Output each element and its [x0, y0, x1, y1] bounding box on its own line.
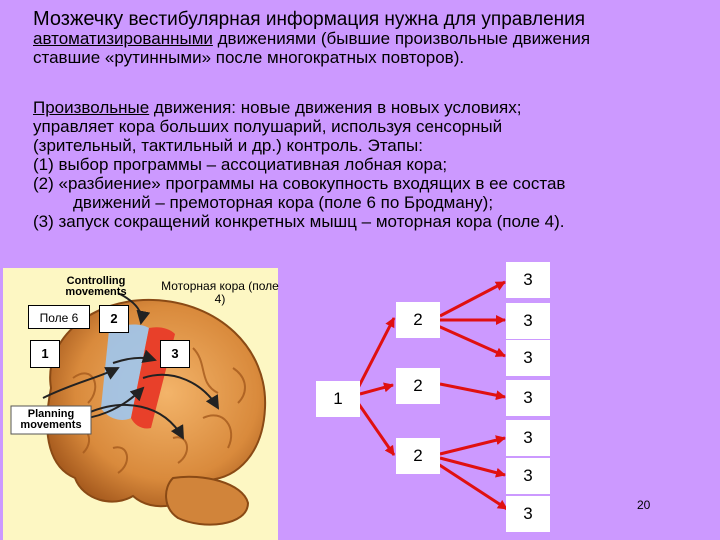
brain-illustration	[10, 292, 267, 526]
arrow-2c-to-3f	[439, 456, 506, 478]
arrow-2a-to-3c	[437, 324, 506, 358]
intro-line1-rest: вестибулярная информация нужна для управ…	[123, 9, 586, 30]
intro-paragraph: Мозжечку вестибулярная информация нужна …	[33, 8, 713, 67]
controlling-movements-label: Controlling movements	[65, 275, 127, 298]
tree-root-node: 1	[316, 381, 360, 417]
planning-movements-label: Planning movements	[20, 408, 82, 431]
tree-level3-node: 3	[506, 340, 550, 376]
arrow-2b-to-3d	[439, 382, 506, 401]
arrow-2a-to-3a	[439, 280, 506, 318]
arrow-2c-to-3g	[437, 462, 508, 511]
marker-1: 1	[30, 340, 60, 368]
voluntary-line1-rest: движения: новые движения в новых условия…	[149, 98, 522, 117]
tree-level3-node: 3	[506, 303, 550, 339]
page-number: 20	[637, 498, 651, 512]
tree-level3-node: 3	[506, 458, 550, 494]
arrow-1-to-2c	[354, 399, 396, 456]
cerebellum-word: Мозжечку	[33, 8, 124, 30]
arrow-2c-to-3e	[439, 435, 506, 456]
intro-line3: ставшие «рутинными» после многократных п…	[33, 48, 465, 67]
voluntary-word: Произвольные	[33, 98, 150, 117]
tree-level3-node: 3	[506, 262, 550, 298]
tree-level2-node: 2	[396, 368, 440, 404]
tree-level2-node: 2	[396, 438, 440, 474]
voluntary-paragraph: Произвольные движения: новые движения в …	[33, 98, 713, 231]
motor-cortex-label: Моторная кора (поле 4)	[161, 279, 279, 306]
voluntary-line2: управляет кора больших полушарий, исполь…	[33, 117, 503, 136]
planning-label-box	[10, 405, 92, 435]
intro-line2-rest: движениями (бывшие произвольные движения	[212, 29, 591, 48]
marker-3: 3	[160, 340, 190, 368]
stage-2: (2) «разбиение» программы на совокупност…	[33, 174, 566, 193]
field6-label: Поле 6	[28, 305, 90, 329]
stage-1: (1) выбор программы – ассоциативная лобн…	[33, 155, 448, 174]
arrow-1-to-2a	[355, 317, 396, 391]
tree-level2-node: 2	[396, 302, 440, 338]
automated-word: автоматизированными	[33, 29, 213, 48]
voluntary-line3: (зрительный, тактильный и др.) контроль.…	[33, 136, 423, 155]
premotor-strip	[101, 324, 149, 420]
cerebellum-shape	[165, 475, 250, 526]
arrow-1-to-2b	[359, 382, 394, 396]
tree-level3-node: 3	[506, 420, 550, 456]
marker-2: 2	[99, 305, 129, 333]
tree-level3-node: 3	[506, 380, 550, 416]
tree-level3-node: 3	[506, 496, 550, 532]
stage-2-cont: движений – премоторная кора (поле 6 по Б…	[73, 193, 494, 212]
stage-3: (3) запуск сокращений конкретных мышц – …	[33, 212, 565, 231]
